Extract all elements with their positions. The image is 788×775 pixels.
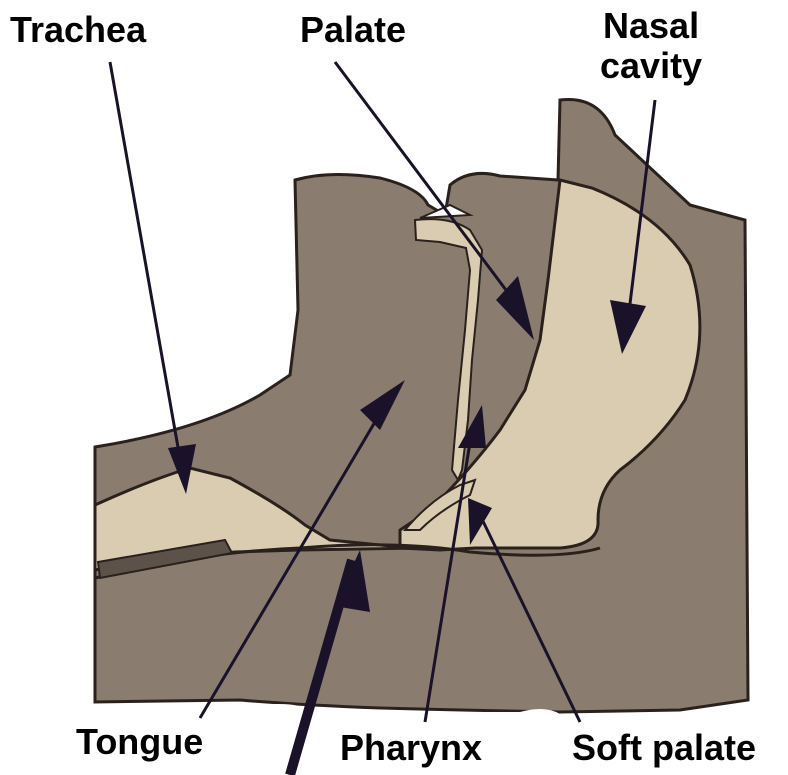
palate-label: Palate xyxy=(300,10,406,50)
nasal-cavity-label: Nasal cavity xyxy=(600,6,702,87)
trachea-label: Trachea xyxy=(10,10,146,50)
nasal-cavity-label-line1: Nasal xyxy=(600,6,702,46)
trachea-pointer-line xyxy=(110,62,182,470)
tongue-label: Tongue xyxy=(76,722,203,762)
pharynx-label: Pharynx xyxy=(340,728,482,768)
nasal-cavity-label-line2: cavity xyxy=(600,46,702,86)
soft-palate-label: Soft palate xyxy=(572,728,756,768)
